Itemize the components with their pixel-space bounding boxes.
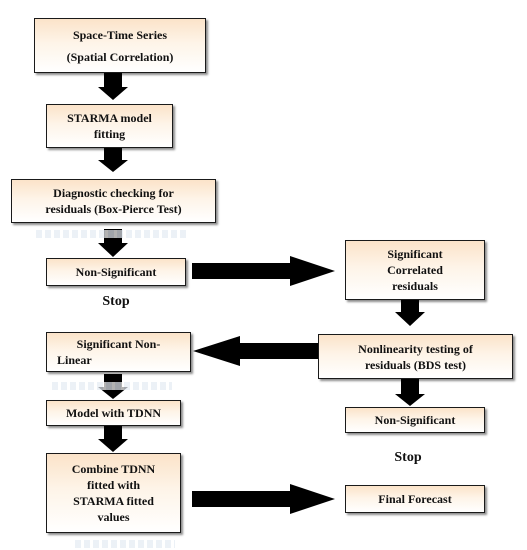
- box-line: Non-Significant: [75, 265, 157, 279]
- arrow-down-1: [98, 73, 128, 100]
- arrow-right-1: [192, 256, 335, 286]
- stop-left-label: Stop: [102, 294, 130, 309]
- combine-box: Combine TDNN fitted with STARMA fitted v…: [46, 453, 181, 533]
- arrow-down-5: [395, 379, 425, 406]
- arrow-right-2: [192, 484, 335, 514]
- reflection-decoration: [75, 540, 175, 548]
- box-line: fitting: [93, 127, 126, 141]
- diagnostic-checking-box: Diagnostic checking for residuals (Box-P…: [11, 179, 216, 223]
- arrow-down-4: [395, 300, 425, 326]
- starma-fitting-box: STARMA model fitting: [46, 104, 173, 148]
- box-line: Linear: [57, 353, 92, 367]
- nonlinearity-testing-box: Nonlinearity testing of residuals (BDS t…: [318, 334, 513, 379]
- box-line: Combine TDNN: [71, 462, 156, 476]
- arrow-down-2: [98, 147, 128, 172]
- box-line: Significant Non-: [76, 337, 161, 351]
- box-line: Final Forecast: [378, 492, 452, 506]
- significant-nonlinear-box: Significant Non- Linear: [46, 332, 191, 372]
- reflection-decoration: [36, 230, 186, 238]
- box-line: Non-Significant: [374, 413, 456, 427]
- non-significant-left-box: Non-Significant: [46, 258, 186, 286]
- box-line: residuals (Box-Pierce Test): [45, 202, 182, 216]
- box-line: STARMA model: [67, 111, 152, 125]
- arrow-left-1: [193, 336, 318, 366]
- box-line: STARMA fitted: [73, 494, 154, 508]
- box-line: Correlated: [387, 263, 443, 277]
- box-line: Nonlinearity testing of: [358, 341, 473, 356]
- box-line: Model with TDNN: [65, 406, 162, 420]
- box-line: (Spatial Correlation): [66, 49, 174, 64]
- box-line: Significant: [387, 247, 443, 261]
- final-forecast-box: Final Forecast: [345, 485, 485, 513]
- box-line: residuals (BDS test): [364, 357, 467, 372]
- stop-right-label: Stop: [394, 450, 422, 465]
- box-line: fitted with: [87, 478, 140, 492]
- box-line: values: [97, 510, 130, 524]
- box-line: Space-Time Series: [72, 27, 168, 42]
- significant-correlated-box: Significant Correlated residuals: [345, 240, 485, 300]
- space-time-series-box: Space-Time Series (Spatial Correlation): [34, 18, 206, 73]
- box-line: residuals: [392, 279, 438, 293]
- box-line: Diagnostic checking for: [53, 186, 174, 200]
- arrow-down-7: [98, 426, 128, 452]
- reflection-decoration: [52, 382, 172, 390]
- non-significant-right-box: Non-Significant: [345, 407, 485, 433]
- model-tdnn-box: Model with TDNN: [46, 400, 181, 426]
